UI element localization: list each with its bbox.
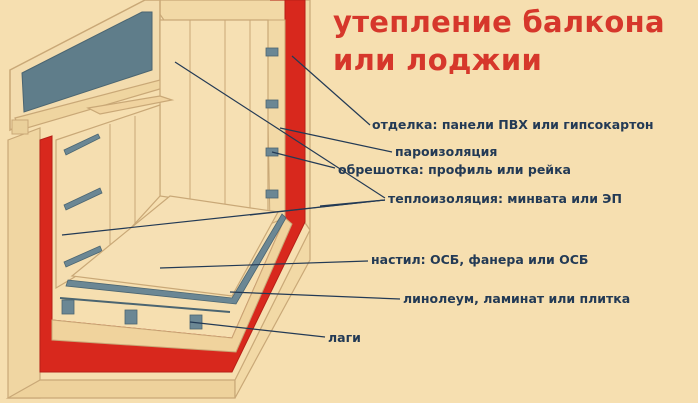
label-finish-panels: отделка: панели ПВХ или гипсокартон (372, 117, 654, 132)
outer-wall-left (7, 127, 41, 399)
subfloor-decking (65, 213, 287, 305)
finish-panels-right (159, 19, 269, 213)
label-battens: обрешотка: профиль или рейка (338, 162, 571, 177)
label-insulation: теплоизоляция: минвата или ЭП (388, 191, 622, 206)
leader-lines (61, 55, 401, 338)
top-board (86, 95, 175, 115)
outer-floor-slab (5, 379, 236, 399)
title-line-2: или лоджии (333, 43, 543, 77)
label-floor-covering: линолеум, ламинат или плитка (403, 291, 631, 306)
battens-left (63, 133, 103, 268)
railing-post (11, 119, 29, 135)
insulation-layer-floor (51, 217, 293, 353)
title-line-1: утепление балкона (333, 5, 665, 39)
label-decking: настил: ОСБ, фанера или ОСБ (371, 252, 589, 267)
label-vapor-barrier: пароизоляция (395, 144, 498, 159)
label-joists: лаги (328, 330, 361, 345)
railing-glass (21, 11, 153, 113)
floor-joists (59, 297, 231, 330)
